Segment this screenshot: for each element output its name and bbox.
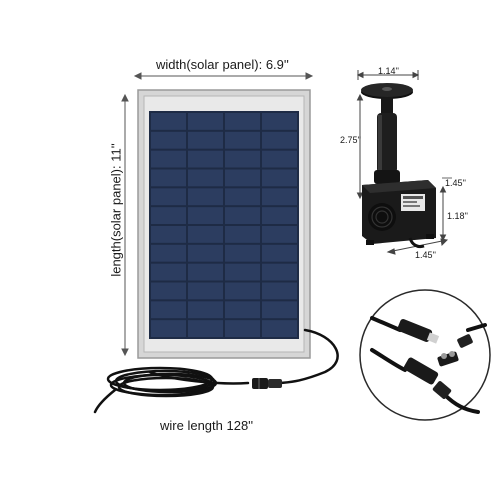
- wire-length-label: wire length 128'': [160, 418, 254, 433]
- panel-cable: [93, 328, 339, 414]
- solar-cell: [225, 263, 260, 281]
- solar-cell: [188, 226, 223, 243]
- pump-stem-height-label: 2.75'': [340, 135, 361, 145]
- solar-cell: [262, 131, 297, 149]
- solar-cell: [225, 226, 260, 243]
- solar-cell: [225, 131, 260, 149]
- solar-cell: [188, 263, 223, 281]
- solar-cell: [225, 113, 260, 130]
- solar-cell: [151, 301, 186, 319]
- pump-base-depth-label: 1.18'': [447, 211, 468, 221]
- cable-connector: [252, 378, 282, 389]
- pump-base-width-label: 1.45'': [415, 250, 436, 260]
- solar-panel: [137, 89, 311, 359]
- solar-cell: [188, 113, 223, 130]
- width-dimension-arrow: [133, 72, 314, 80]
- solar-cell: [262, 226, 297, 243]
- solar-cell: [151, 188, 186, 206]
- solar-cell: [262, 150, 297, 168]
- solar-cell: [151, 226, 186, 243]
- solar-cell: [225, 282, 260, 300]
- solar-cell: [188, 244, 223, 262]
- solar-cell: [188, 282, 223, 300]
- solar-cell: [188, 169, 223, 187]
- solar-cell: [188, 301, 223, 319]
- solar-cell: [151, 169, 186, 187]
- solar-cell: [151, 320, 186, 337]
- solar-cell: [151, 207, 186, 224]
- solar-cell: [188, 320, 223, 337]
- solar-cell: [262, 282, 297, 300]
- solar-panel-length-label: length(solar panel): 11'': [108, 143, 124, 277]
- solar-cell: [262, 263, 297, 281]
- solar-cell: [188, 150, 223, 168]
- solar-cell: [151, 244, 186, 262]
- solar-cell: [262, 113, 297, 130]
- solar-cell: [151, 150, 186, 168]
- solar-cell: [225, 301, 260, 319]
- solar-cell: [188, 188, 223, 206]
- solar-cell: [225, 244, 260, 262]
- connector-detail-inset: [359, 289, 491, 421]
- solar-cell: [262, 301, 297, 319]
- solar-cell: [262, 188, 297, 206]
- solar-cell: [225, 188, 260, 206]
- solar-cell: [225, 207, 260, 224]
- solar-cell: [262, 169, 297, 187]
- pump-dimension-lines: [356, 70, 452, 255]
- solar-cell: [225, 150, 260, 168]
- solar-cell: [151, 131, 186, 149]
- solar-cell: [151, 263, 186, 281]
- solar-panel-width-label: width(solar panel): 6.9'': [156, 57, 289, 72]
- fountain-pump: [361, 83, 436, 249]
- solar-cell: [262, 320, 297, 337]
- pump-base-height-label: 1.45'': [445, 178, 466, 188]
- pump-top-width-label: 1.14'': [378, 66, 399, 76]
- solar-cell: [151, 282, 186, 300]
- solar-cell: [188, 131, 223, 149]
- length-dimension-arrow: [121, 93, 129, 357]
- solar-cell: [151, 113, 186, 130]
- solar-cell: [262, 244, 297, 262]
- solar-cell: [262, 207, 297, 224]
- solar-cell: [188, 207, 223, 224]
- solar-cell: [225, 169, 260, 187]
- solar-cell: [225, 320, 260, 337]
- solar-cells: [151, 113, 297, 337]
